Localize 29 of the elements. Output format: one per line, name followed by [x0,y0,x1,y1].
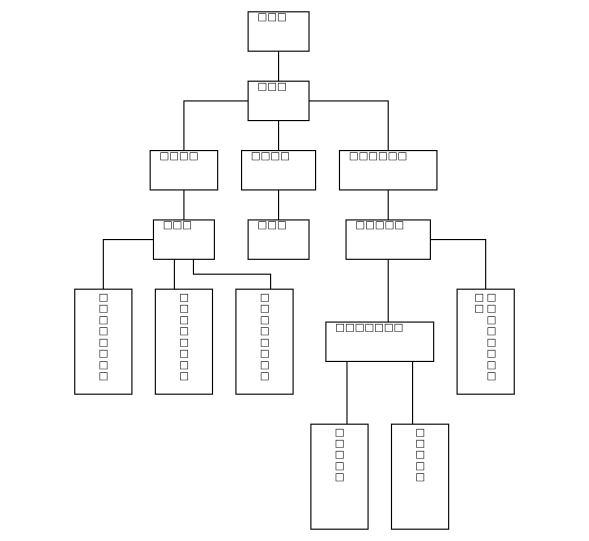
node-box: □□□□□□□□□□ [456,288,515,395]
node-box: □□□□□□□□ [235,288,294,395]
node-box: □□□□□□□ [325,321,434,362]
connector [174,259,175,289]
node-box: □□□□ [241,150,316,190]
connector [346,362,348,424]
node-box: □□□□□ [390,424,450,530]
node-box: □□□ [248,11,310,52]
connector [183,100,248,151]
connector [388,190,389,220]
connector [102,239,154,290]
node-box: □□□□□□□□ [74,288,132,395]
node-box: □□□□□ [345,219,431,260]
node-box: □□□ [248,219,310,260]
node-box: □□□□□□□□ [154,288,214,395]
connector [192,259,272,290]
connector [278,51,280,82]
connector [309,100,389,151]
connector [388,259,389,322]
node-box: □□□□□□ [338,150,438,190]
connector [183,190,184,220]
connector [278,120,280,150]
node-box: □□□□ [150,150,218,190]
connector [278,190,280,220]
connector [412,362,414,424]
node-box: □□□□□ [310,424,369,530]
connector [430,239,486,290]
node-box: □□□ [152,219,215,260]
node-box: □□□ [248,80,310,122]
